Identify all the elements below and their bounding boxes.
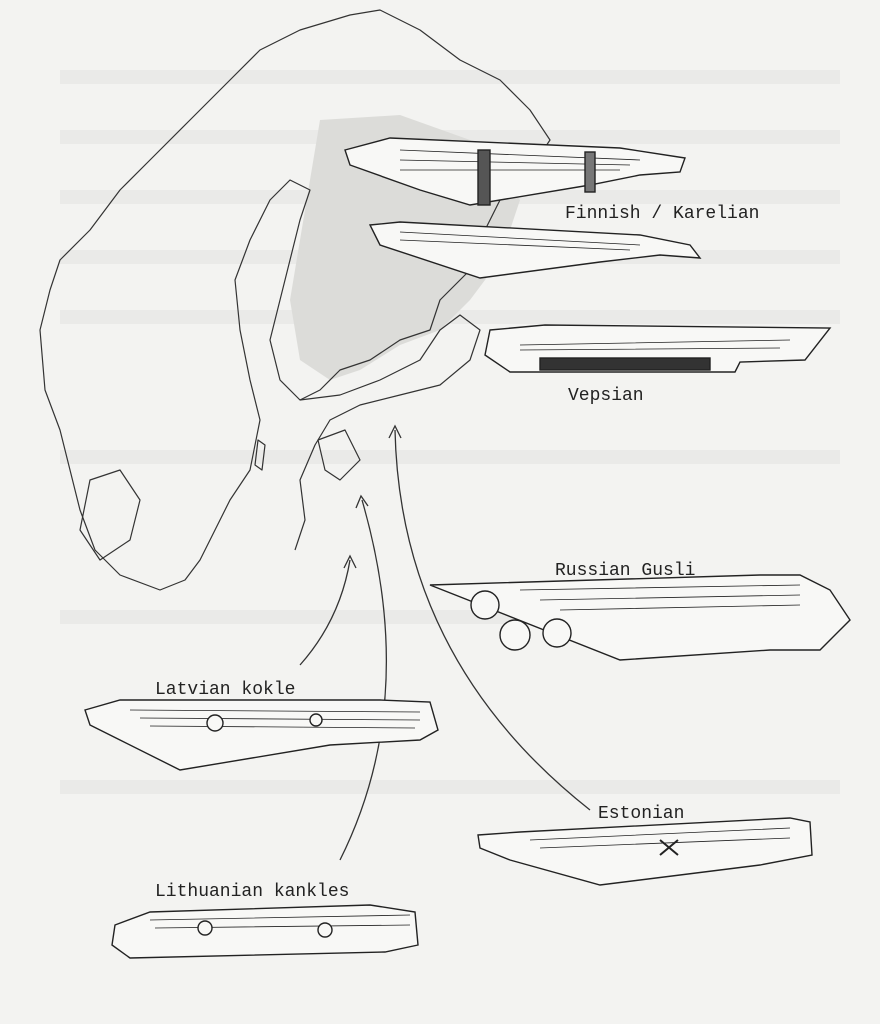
label-latvian-kokle: Latvian kokle	[155, 680, 296, 700]
scandinavia-coastline	[39, 9, 551, 591]
lithuanian-kankles	[111, 904, 419, 959]
russian-gusli	[429, 574, 851, 661]
arrowhead-latvian	[343, 554, 357, 569]
arrow-estonian	[394, 429, 591, 811]
gotland	[254, 439, 266, 471]
label-lithuanian-kankles: Lithuanian kankles	[155, 882, 350, 902]
finnish-kantele-2	[368, 221, 702, 279]
baltic-coast	[317, 429, 361, 481]
arrow-latvian	[299, 559, 351, 666]
arrowhead-estonian	[388, 424, 402, 439]
denmark-coast	[79, 469, 141, 561]
arrow-lithuanian	[339, 499, 387, 861]
label-finnish-karelian: Finnish / Karelian	[565, 204, 760, 224]
estonian-kannel	[477, 817, 813, 886]
finnish-kantele-1	[344, 137, 686, 206]
finland-coastline	[294, 314, 481, 551]
label-estonian: Estonian	[598, 804, 685, 824]
label-russian-gusli: Russian Gusli	[555, 561, 696, 581]
arrowhead-lithuanian	[355, 494, 369, 509]
latvian-kokle	[84, 699, 439, 771]
label-vepsian: Vepsian	[568, 386, 644, 406]
vepsian-kantele	[484, 324, 832, 373]
